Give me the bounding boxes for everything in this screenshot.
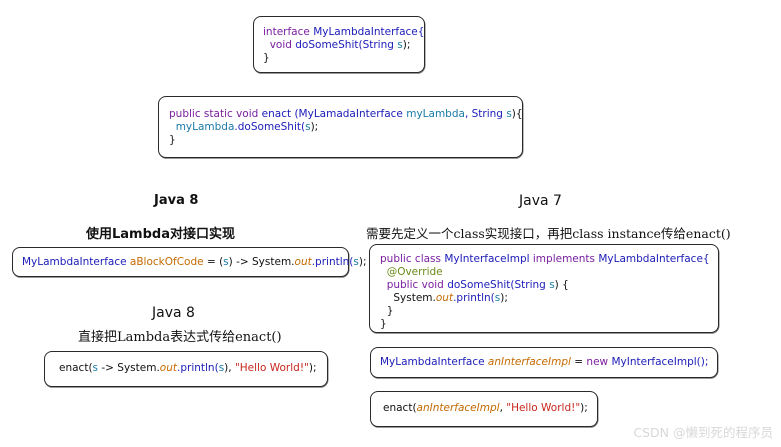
- out-field: out: [294, 256, 312, 268]
- arrow: ) -> System.: [228, 256, 295, 268]
- call-arg: s: [305, 121, 311, 133]
- param-mylambda: myLambda: [406, 108, 465, 120]
- hello-world-string: "Hello World!": [234, 362, 309, 374]
- arg-s: s: [494, 292, 501, 304]
- var-aninterfaceimpl: anInterfaceImpl: [416, 402, 500, 414]
- right-subtitle: 需要先定义一个class实现接口，再把class instance传给enact…: [366, 226, 731, 241]
- call-end: );: [310, 121, 319, 133]
- assign: =: [574, 356, 584, 368]
- constructor-call: MyInterfaceImpl();: [611, 356, 709, 368]
- end: );: [580, 402, 588, 414]
- assign-open: = (: [206, 256, 224, 268]
- keyword-public-class: public class: [380, 253, 441, 265]
- close-brace: }: [263, 52, 270, 64]
- right-title: Java 7: [519, 193, 562, 209]
- println-call: .println(: [311, 256, 354, 268]
- enact-sig-mid: , String: [464, 108, 503, 120]
- type-name: MyLambdaInterface: [22, 256, 127, 268]
- interface-impl-class-box: public class MyInterfaceImpl implements …: [369, 244, 719, 333]
- param-s: s: [397, 39, 403, 51]
- override-annotation: @Override: [386, 266, 443, 278]
- instance-creation-box: MyLambdaInterface anInterfaceImpl = new …: [370, 347, 718, 378]
- enact-signature: enact (MyLamadaInterface: [261, 108, 403, 120]
- mid: ,: [499, 402, 503, 414]
- enact-sig-end: ){: [511, 108, 523, 120]
- enact-lambda-call-box: enact(s -> System.out.println(s), "Hello…: [44, 351, 328, 387]
- keyword-public-static-void: public static void: [169, 108, 259, 120]
- enact-fn: enact(: [383, 402, 417, 414]
- println-call: .println(: [453, 292, 495, 304]
- keyword-implements: implements: [532, 253, 596, 265]
- left-title-2: Java 8: [152, 305, 195, 321]
- enact-method-box: public static void enact (MyLamadaInterf…: [158, 96, 523, 158]
- system-ref: System.: [393, 292, 436, 304]
- close-brace: }: [169, 134, 176, 146]
- end: );: [500, 292, 508, 304]
- left-title: Java 8: [154, 193, 199, 208]
- println-call: .println(: [177, 362, 219, 374]
- keyword-public-void: public void: [386, 279, 444, 291]
- end: );: [358, 256, 367, 268]
- interface-name: MyLambdaInterface{: [313, 26, 425, 38]
- arg-s: s: [353, 256, 359, 268]
- param-s: s: [549, 279, 555, 291]
- method-signature: doSomeShit(String: [447, 279, 546, 291]
- call-method: .doSomeShit(: [234, 121, 306, 133]
- method-close-brace: }: [386, 305, 394, 317]
- csdn-watermark: CSDN @懒到死的程序员: [633, 425, 773, 440]
- var-ablockofcode: aBlockOfCode: [129, 256, 204, 268]
- param-s: s: [223, 256, 229, 268]
- method-signature: doSomeShit(String: [295, 39, 394, 51]
- arg-s: s: [218, 362, 225, 374]
- class-close-brace: }: [380, 318, 387, 330]
- param-s: s: [506, 108, 512, 120]
- lambda-assignment-box: MyLambdaInterface aBlockOfCode = (s) -> …: [12, 247, 367, 277]
- hello-world-string: "Hello World!": [506, 402, 581, 414]
- arrow: -> System.: [101, 362, 160, 374]
- type-name: MyLambdaInterface: [380, 356, 485, 368]
- class-name: MyInterfaceImpl: [444, 253, 530, 265]
- mid: ),: [224, 362, 232, 374]
- close-paren: );: [402, 39, 411, 51]
- out-field: out: [435, 292, 454, 304]
- left-subtitle: 使用Lambda对接口实现: [86, 227, 235, 242]
- left-subtitle-2: 直接把Lambda表达式传给enact(): [78, 330, 282, 345]
- end: );: [308, 362, 317, 374]
- var-aninterfaceimpl: anInterfaceImpl: [487, 356, 571, 368]
- enact-fn: enact(: [59, 362, 93, 374]
- enact-instance-call-box: enact(anInterfaceImpl, "Hello World!");: [370, 391, 598, 427]
- sig-end: ) {: [554, 279, 569, 291]
- param-s: s: [92, 362, 99, 374]
- keyword-void: void: [269, 39, 292, 51]
- keyword-new: new: [586, 356, 609, 368]
- call-object: myLambda: [175, 121, 235, 133]
- keyword-interface: interface: [263, 26, 310, 38]
- interface-name: MyLambdaInterface{: [598, 253, 710, 265]
- interface-definition-box: interface MyLambdaInterface{ void doSome…: [253, 16, 425, 73]
- out-field: out: [159, 362, 177, 374]
